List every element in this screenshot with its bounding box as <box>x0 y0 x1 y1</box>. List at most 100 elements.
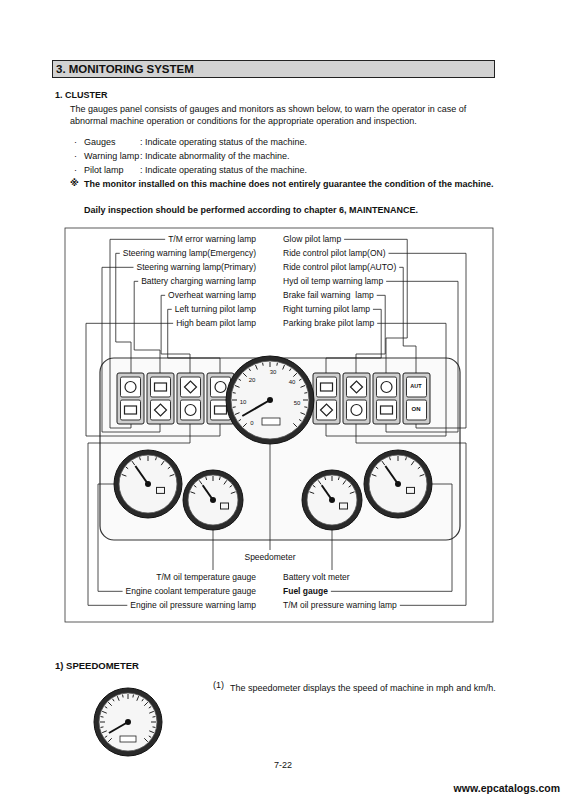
lamp-module <box>313 373 340 424</box>
lamp-symbol <box>321 404 333 416</box>
lamp-module <box>403 373 430 424</box>
gauge-hub <box>267 397 273 403</box>
gauge-tick <box>304 406 307 408</box>
scale-number: 40 <box>285 379 299 387</box>
gauge-tick <box>411 461 414 465</box>
lamp-icon <box>181 377 201 397</box>
leader-line <box>326 323 446 436</box>
gauge-symbol <box>340 503 348 509</box>
gauge-tick <box>255 365 257 370</box>
leader-line <box>98 484 123 591</box>
lamp-symbol <box>125 382 136 393</box>
lamp-icon <box>317 377 337 397</box>
title-band: 3. MONITORING SYSTEM <box>52 60 495 78</box>
gauge-tick <box>398 456 399 461</box>
leader-line <box>389 253 466 428</box>
gauge-tick <box>349 485 351 487</box>
leader-line <box>270 444 271 550</box>
gauge-tick <box>405 457 407 460</box>
leader-line <box>386 281 458 432</box>
callout-label: Engine oil pressure warning lamp <box>130 600 256 611</box>
lamp-icon <box>377 400 397 420</box>
gauge-tick <box>132 695 134 698</box>
definition: : Indicate operating status of the machi… <box>140 137 307 148</box>
gauge-tick <box>300 413 305 415</box>
lamp-icon <box>347 377 367 397</box>
gauge-tick <box>338 477 340 480</box>
callout-label: Steering warning lamp(Primary) <box>136 262 256 273</box>
gauge-hub <box>145 481 151 487</box>
gauge-tick <box>318 480 321 484</box>
page-title: 3. MONITORING SYSTEM <box>53 61 494 77</box>
lamp-symbol <box>381 406 393 414</box>
scale-number: 10 <box>236 399 250 407</box>
gauge-tick <box>101 726 104 728</box>
gauge-tick <box>276 363 278 366</box>
lamp-icon <box>151 377 171 397</box>
term: Warning lamp <box>84 151 139 162</box>
callout-label: Right turning pilot lamp <box>283 304 370 315</box>
gauge-tick <box>289 368 291 370</box>
note-text: Daily inspection should be performed acc… <box>84 205 504 216</box>
lamp-icon <box>151 400 171 420</box>
callout-label: Fuel gauge <box>283 586 328 597</box>
gauge-tick <box>168 467 170 469</box>
lamp-module <box>117 373 144 424</box>
gauge-symbol <box>157 487 165 493</box>
gauge-bezel <box>94 688 162 756</box>
gauge-needle <box>109 722 128 733</box>
lamp-icon <box>377 377 397 397</box>
gauge-tick <box>105 736 107 738</box>
leader-line <box>102 267 160 432</box>
gauge-tick <box>102 711 107 713</box>
gauge-tick <box>151 722 156 723</box>
gauge-tick <box>372 474 377 476</box>
leader-line <box>332 530 333 570</box>
gauge-needle <box>385 466 398 484</box>
lamp-symbol <box>351 381 363 393</box>
odometer-window <box>262 418 280 425</box>
gauge-tick <box>283 365 285 370</box>
gauge-tick <box>219 477 221 480</box>
gauge-tick <box>108 702 112 706</box>
gauge-bezel <box>302 470 362 530</box>
gauge-tick <box>230 485 232 487</box>
gauge-tick <box>149 711 154 713</box>
odometer-window <box>120 736 136 742</box>
lamp-symbol <box>155 383 167 391</box>
lamp-symbol <box>321 383 333 391</box>
gauge-tick <box>309 492 314 494</box>
leader-line <box>134 281 160 373</box>
page-number: 7-22 <box>263 760 303 771</box>
gauge-tick <box>194 485 196 487</box>
scale-number: 50 <box>290 400 304 408</box>
diagram-frame <box>65 228 493 622</box>
gauge-tick <box>149 731 154 733</box>
gauge-tick <box>304 392 307 394</box>
callout-label: Battery volt meter <box>283 572 350 583</box>
gauge-face <box>188 475 238 525</box>
gauge-tick <box>233 406 236 408</box>
callout-label: Hyd oil temp warning lamp <box>283 276 383 287</box>
gauge-tick <box>101 716 104 718</box>
callout-label: Brake fail warning lamp <box>283 290 374 301</box>
gauge-face <box>119 455 177 513</box>
gauge-tick <box>122 695 124 698</box>
gauge-symbol <box>221 503 229 509</box>
lamp-symbol <box>215 382 226 393</box>
gauge-needle <box>242 400 270 416</box>
lamp-icon <box>121 400 141 420</box>
gauge-tick <box>155 457 157 460</box>
gauge-tick <box>149 706 151 708</box>
gauge-tick <box>190 492 195 494</box>
scale-number: 30 <box>266 369 280 377</box>
gauge-hub <box>329 497 335 503</box>
gauge-tick <box>300 385 305 387</box>
gauge-tick <box>313 485 315 487</box>
lamp-text: ON <box>405 406 427 414</box>
gauge-tick <box>148 456 149 461</box>
callout-label: T/M oil temperature gauge <box>156 572 256 583</box>
gauge-tick <box>243 423 247 427</box>
lamp-symbol <box>381 382 392 393</box>
